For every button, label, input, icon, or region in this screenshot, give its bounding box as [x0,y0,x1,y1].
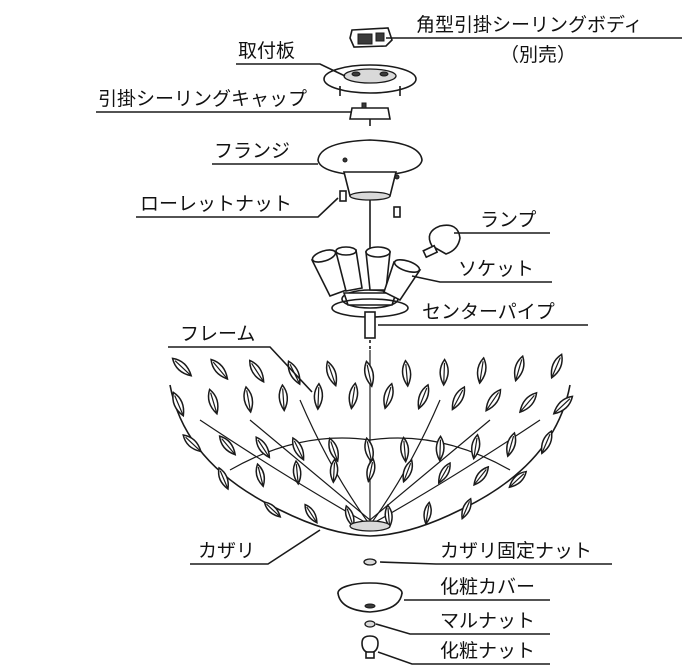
leaf-vein [515,359,523,380]
decorative-cover-icon [337,582,403,613]
leaf-vein [306,506,317,522]
leaf-vein [212,361,227,379]
leaf-vein [425,505,430,523]
leaf-vein [507,435,515,455]
leaf-vein [418,387,428,408]
mounting-plate-icon [323,64,417,96]
leaf-vein [328,364,336,385]
leaf-vein [219,470,228,488]
leaf-vein [486,392,500,410]
leaf-vein [520,394,535,412]
leaf-vein [174,395,184,415]
label-mounting-plate: 取付板 [238,40,296,62]
flange-icon [317,139,423,201]
round-nut-icon [364,620,376,628]
leaf-vein [479,361,484,382]
hex-nut-icon [363,558,377,566]
leaf-vein [332,462,336,481]
knurled-nut-icon [339,190,401,218]
leaf-vein [384,386,392,407]
label-ceiling-body-note: （別売） [500,44,577,66]
center-pipe-icon [364,311,376,350]
finial-nut-icon [361,635,379,659]
label-center-pipe: センターパイプ [422,301,555,323]
leaf-bowl-frame-icon [169,350,574,537]
ceiling-cap-icon [349,102,391,126]
label-ceiling-body: 角型引掛シーリングボディ [416,14,643,36]
leaf-vein [351,386,356,407]
label-knurled-nut: ローレットナット [140,193,293,215]
leaf-vein [403,440,407,461]
label-flange: フランジ [214,140,291,162]
leaf-vein [174,360,191,376]
ceiling-body-icon [349,27,393,48]
leaf-vein [246,390,251,411]
leaf-vein [295,464,299,483]
label-frame: フレーム [180,323,256,345]
leaf-vein [387,507,391,526]
leaf-vein [368,461,374,481]
leaf-vein [210,392,218,413]
bulb-icon [422,224,461,259]
label-ornament: カザリ [198,540,256,562]
leaf-vein [474,468,487,485]
leaf-vein [405,363,409,385]
leaf-vein [443,362,446,384]
label-ornament-nut: カザリ固定ナット [440,540,593,562]
leaf-vein [251,362,264,381]
leaf-vein [257,439,270,457]
leaf-vein [403,462,412,481]
leaf-vein [554,398,571,414]
leaf-vein [473,437,478,458]
leaf-vein [366,364,373,385]
leaf-vein [462,501,471,518]
leaf-vein [366,441,372,461]
label-lamp: ランプ [480,209,537,231]
leaf-vein [293,440,304,459]
leaf-vein [266,503,280,517]
label-ceiling-cap: 引掛シーリングキャップ [98,88,308,110]
leaf-vein [330,441,338,460]
leaf-vein [221,438,235,454]
leaf-vein [185,436,201,451]
leaf-vein [510,473,525,487]
leaf-vein [551,357,561,377]
leaf-vein [438,465,450,482]
leaf-vein [282,388,285,409]
label-round-nut: マルナット [440,610,536,632]
leader-lines [96,37,682,665]
socket-cluster-icon [310,246,422,318]
label-decorative-nut: 化粧ナット [440,640,536,662]
leaf-vein [439,439,442,460]
label-decorative-cover: 化粧カバー [440,576,536,598]
leaf-vein [541,433,551,453]
label-socket: ソケット [458,258,535,280]
leaf-vein [346,508,354,526]
leaf-vein [317,387,320,408]
leaf-vein [257,466,264,485]
leaf-vein [452,389,464,409]
